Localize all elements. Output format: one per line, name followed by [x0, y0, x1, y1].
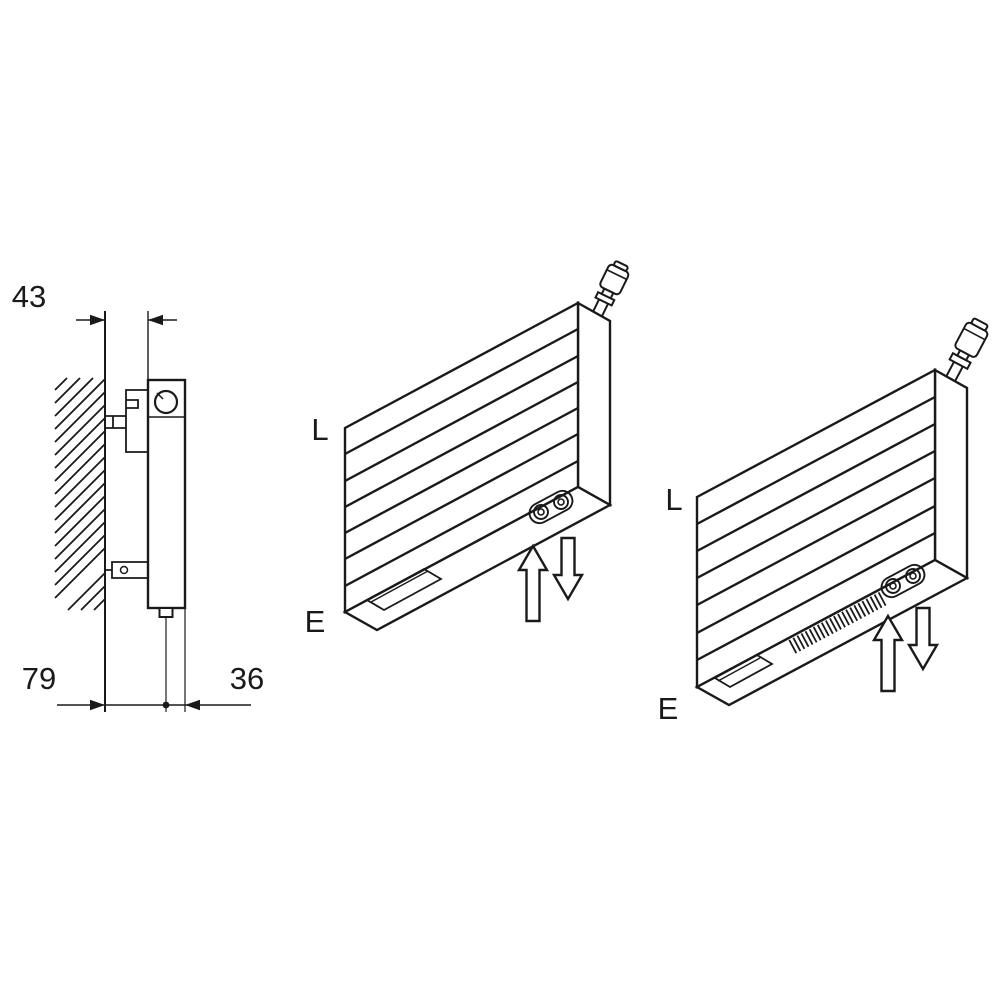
airflow-down-arrow [551, 536, 585, 602]
thermostat-valve [943, 317, 989, 385]
airflow-arrows [871, 606, 940, 693]
airflow-down-arrow [906, 606, 940, 672]
bleed-screw-mark [156, 392, 164, 400]
radiator-side-profile [146, 378, 187, 618]
outlet-label-E: E [305, 604, 326, 639]
air-slot [713, 653, 774, 689]
radiator-iso-convector: L E [658, 317, 989, 726]
connection-flange [528, 489, 574, 525]
connection-port [885, 578, 901, 594]
arrowhead [185, 699, 200, 711]
dimension-bottom: 79 36 [22, 608, 264, 712]
dimension-top: 43 [12, 279, 177, 326]
arrowhead [90, 314, 105, 326]
outlet-label-E: E [658, 691, 679, 726]
convector-grille [788, 591, 888, 654]
wall-hatch [54, 377, 106, 611]
airflow-up-arrow [871, 613, 905, 693]
dimension-36-label: 36 [230, 661, 264, 696]
bracket-bolt [119, 565, 129, 575]
drain-valve-tail [158, 607, 174, 618]
arrowhead [90, 699, 105, 711]
datum-dot [162, 701, 170, 709]
airflow-arrows [516, 536, 585, 623]
slat-lines [344, 327, 579, 588]
thermostat-head-circle [153, 389, 179, 415]
connection-port [553, 494, 569, 510]
dimension-43-label: 43 [12, 279, 46, 314]
radiator-iso-plain: L E [305, 260, 630, 639]
dimension-79-label: 79 [22, 661, 56, 696]
arrowhead [148, 314, 163, 326]
bracket-bottom [105, 561, 148, 579]
bracket-top [105, 389, 148, 453]
inlet-label-L: L [665, 482, 682, 517]
connection-flange [880, 563, 926, 599]
airflow-up-arrow [516, 543, 550, 623]
side-face [933, 367, 969, 581]
side-face [576, 300, 612, 508]
inlet-label-L: L [311, 412, 328, 447]
connection-port [533, 504, 549, 520]
slat-lines [696, 395, 936, 662]
air-slot [365, 567, 443, 612]
connection-port [905, 568, 921, 584]
side-view: 43 79 36 [12, 279, 264, 712]
